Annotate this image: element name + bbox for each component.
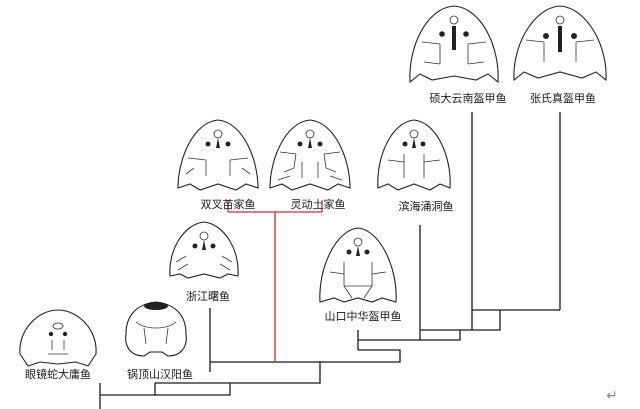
label-lingdong: 灵动土家鱼 [291,197,346,211]
node-root [100,383,231,396]
node-guoding-clade [155,362,321,384]
label-zhangshi: 张氏真盔甲鱼 [530,91,596,105]
label-zhejiang: 浙江曙鱼 [186,289,230,303]
label-binhai: 滨海涌洞鱼 [399,199,454,213]
node-eugaleaspid-clade [275,349,401,363]
label-shankou: 山口中华盔甲鱼 [325,309,402,323]
skull-shankou [319,227,397,303]
label-shuangcha: 双叉苗家鱼 [201,197,256,211]
label-yanjing: 眼镜蛇大庸鱼 [25,367,91,381]
skull-binhai [377,119,451,191]
skull-guoding [125,301,187,357]
node-binhai-clade [420,310,501,331]
label-shuoda: 硕大云南盔甲鱼 [430,91,507,105]
label-guoding: 锅顶山汉阳鱼 [127,367,193,381]
skull-zhejiang [169,221,239,279]
skull-shuangcha [177,119,259,191]
skull-lingdong [269,119,351,191]
taxon-labels: 眼镜蛇大庸鱼 锅顶山汉阳鱼 浙江曙鱼 双叉苗家鱼 灵动土家鱼 滨海涌洞鱼 山口中… [25,91,596,381]
node-shankou-clade [358,330,461,341]
skull-shuoda [409,5,499,84]
skull-yanjing [19,309,97,367]
return-mark: ↵ [606,388,618,404]
skull-zhangshi [513,5,607,82]
cladogram-tree [99,112,561,409]
